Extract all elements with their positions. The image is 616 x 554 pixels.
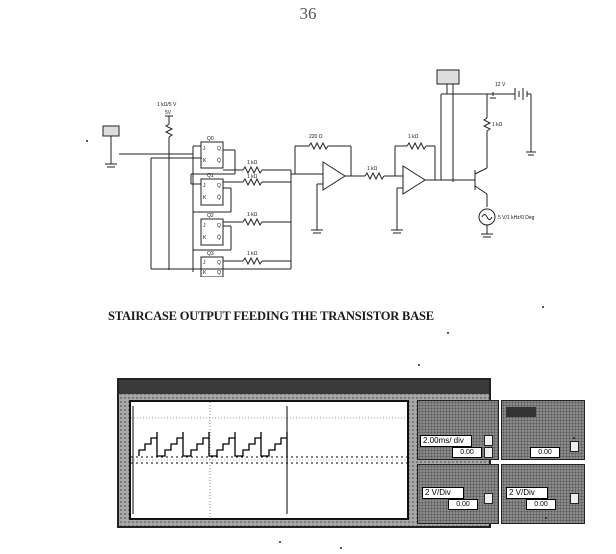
ff-q3-pin-q: Q	[217, 260, 221, 266]
supply-right-label: 12 V	[495, 82, 506, 88]
supply-left-label: 1 kΩ/5 V	[157, 102, 177, 108]
oscilloscope-icon	[436, 69, 460, 85]
resistor-feedback-1-label: 220 Ω	[309, 134, 323, 140]
scope-screen	[129, 400, 409, 520]
ff-q1-pin-q: Q	[217, 183, 221, 189]
ff-label-q0: Q0	[207, 136, 214, 142]
channel-b-offset[interactable]: 0.00	[526, 499, 556, 510]
ff-q0-pin-q: Q	[217, 146, 221, 152]
ff-label-q2: Q2	[207, 213, 214, 219]
ff-q3-pin-j: J	[203, 260, 206, 266]
ff-q0-pin-j: J	[203, 146, 206, 152]
ff-q3-pin-k: K	[203, 270, 207, 276]
figure-caption: STAIRCASE OUTPUT FEEDING THE TRANSISTOR …	[108, 309, 434, 323]
ff-q2-pin-k: K	[203, 235, 207, 241]
oscilloscope-window: 2.00ms/ div 0.00 0.00 2 V/Div 0.00 2 V/D…	[117, 378, 585, 528]
flip-flop-q2	[200, 218, 224, 246]
timebase-x-position[interactable]: 0.00	[452, 447, 482, 458]
ff-label-q1: Q1	[207, 173, 214, 179]
channel-a-offset[interactable]: 0.00	[448, 499, 478, 510]
ff-q3-pin-qbar: Q̄	[217, 269, 221, 276]
page-number: 36	[299, 4, 317, 23]
channel-a-scale[interactable]: 2 V/Div	[422, 487, 464, 499]
ff-q2-pin-q: Q	[217, 223, 221, 229]
resistor-ladder-label-1: 1 kΩ	[247, 160, 258, 166]
scope-titlebar	[119, 380, 489, 394]
function-generator-icon	[102, 125, 120, 137]
resistor-ladder-label-2: 1 kΩ	[247, 174, 258, 180]
channel-a-panel: 2 V/Div 0.00	[417, 464, 499, 524]
circuit-schematic: 1 kΩ/5 V 5V 12 V Q0 Q1 Q2 Q3 J K Q Q̄ J …	[102, 69, 536, 277]
scan-speck	[542, 306, 544, 308]
timebase-scale[interactable]: 2.00ms/ div	[420, 435, 472, 447]
scan-speck	[447, 332, 449, 334]
trigger-level[interactable]: 0.00	[530, 447, 560, 458]
timebase-down-button[interactable]	[484, 447, 493, 458]
scan-speck	[573, 437, 575, 439]
ff-q1-pin-qbar: Q̄	[217, 194, 221, 201]
scan-speck	[86, 140, 88, 142]
resistor-collector-label: 1 kΩ	[492, 122, 503, 128]
ff-q0-pin-qbar: Q̄	[217, 157, 221, 164]
ff-q1-pin-k: K	[203, 195, 207, 201]
channel-a-button[interactable]	[484, 493, 493, 504]
channel-b-scale[interactable]: 2 V/Div	[506, 487, 548, 499]
scan-speck	[418, 364, 420, 366]
ff-q1-pin-j: J	[203, 183, 206, 189]
resistor-series-label: 1 kΩ	[367, 166, 378, 172]
timebase-panel: 2.00ms/ div 0.00	[417, 400, 499, 460]
supply-left-sub-label: 5V	[165, 110, 172, 116]
trigger-panel: 0.00	[501, 400, 585, 460]
channel-b-button[interactable]	[570, 493, 579, 504]
op-amp-1	[322, 161, 346, 191]
ff-label-q3: Q3	[207, 251, 214, 257]
scan-speck	[279, 541, 281, 543]
resistor-ladder-label-3: 1 kΩ	[247, 212, 258, 218]
flip-flop-q0	[200, 141, 224, 169]
trigger-button[interactable]	[570, 441, 579, 452]
ff-q2-pin-qbar: Q̄	[217, 234, 221, 241]
resistor-ladder-label-4: 1 kΩ	[247, 251, 258, 257]
ff-q2-pin-j: J	[203, 223, 206, 229]
channel-b-panel: 2 V/Div 0.00	[501, 464, 585, 524]
resistor-feedback-2-label: 1 kΩ	[408, 134, 419, 140]
source-label: 5 V/1 kHz/0 Deg	[498, 215, 535, 221]
flip-flop-q3	[200, 256, 224, 277]
scan-speck	[340, 547, 342, 549]
timebase-up-button[interactable]	[484, 435, 493, 446]
flip-flop-q1	[200, 178, 224, 206]
trigger-header	[506, 407, 536, 417]
op-amp-2	[402, 165, 426, 195]
ff-q0-pin-k: K	[203, 158, 207, 164]
staircase-waveform	[131, 402, 407, 518]
scan-speck	[545, 517, 547, 519]
